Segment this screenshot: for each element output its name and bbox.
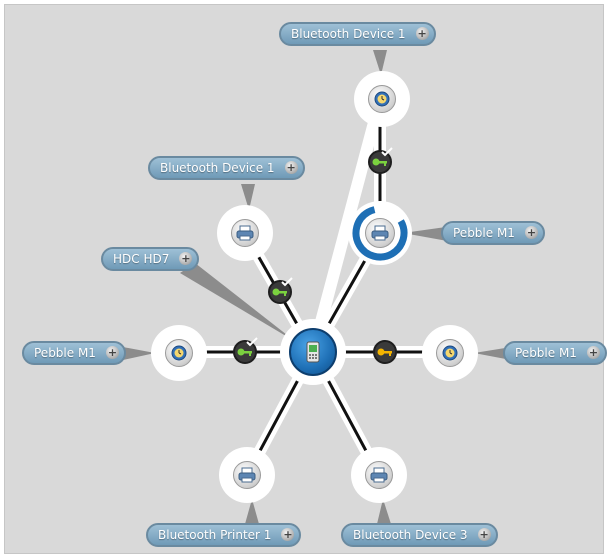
printer-icon	[371, 225, 389, 241]
checkmark-icon	[246, 337, 258, 347]
label-upper-left-device[interactable]: Bluetooth Device 1 +	[148, 156, 305, 180]
hub-node-phone[interactable]	[280, 319, 346, 385]
device-network-canvas: Bluetooth Device 1 + Bluetooth Device 1 …	[4, 4, 607, 554]
pairing-key-right[interactable]	[373, 340, 397, 364]
pairing-key-left[interactable]	[233, 337, 258, 364]
expand-icon[interactable]: +	[586, 346, 600, 359]
key-icon	[272, 288, 287, 296]
key-icon	[237, 348, 252, 356]
device-node-right-watch[interactable]	[422, 325, 478, 381]
label-upper-right-printer[interactable]: Pebble M1 +	[441, 221, 545, 245]
label-bottom-right-device[interactable]: Bluetooth Device 3 +	[341, 523, 498, 547]
watch-icon	[171, 345, 187, 361]
label-text: Bluetooth Device 1	[291, 27, 406, 41]
label-text: Bluetooth Device 1	[160, 161, 275, 175]
watch-icon	[442, 345, 458, 361]
label-text: Pebble M1	[34, 346, 96, 360]
device-node-bottom-left-printer[interactable]	[219, 447, 275, 503]
expand-icon[interactable]: +	[179, 252, 193, 265]
printer-icon	[238, 467, 256, 483]
label-text: HDC HD7	[113, 252, 170, 266]
device-node-left-watch[interactable]	[151, 325, 207, 381]
label-top-device[interactable]: Bluetooth Device 1 +	[279, 22, 436, 46]
expand-icon[interactable]: +	[281, 528, 295, 541]
expand-icon[interactable]: +	[284, 161, 298, 174]
label-bottom-left-printer[interactable]: Bluetooth Printer 1 +	[146, 523, 302, 547]
key-icon	[377, 348, 392, 356]
device-node-top-watch[interactable]	[354, 71, 410, 127]
printer-icon	[370, 467, 388, 483]
label-text: Bluetooth Device 3	[353, 528, 468, 542]
label-right-watch[interactable]: Pebble M1 +	[503, 341, 607, 365]
pairing-key-upper-left[interactable]	[268, 277, 293, 304]
checkmark-icon	[281, 277, 293, 287]
checkmark-icon	[381, 147, 393, 157]
label-hub[interactable]: HDC HD7 +	[101, 247, 200, 271]
label-left-watch[interactable]: Pebble M1 +	[22, 341, 126, 365]
expand-icon[interactable]: +	[524, 226, 538, 239]
pairing-key-top[interactable]	[368, 147, 393, 174]
expand-icon[interactable]: +	[105, 346, 119, 359]
device-node-upper-left-printer[interactable]	[217, 205, 273, 261]
connection-lines	[123, 50, 511, 524]
device-node-upper-right-printer[interactable]	[348, 201, 412, 265]
label-text: Bluetooth Printer 1	[158, 528, 272, 542]
label-text: Pebble M1	[453, 226, 515, 240]
device-node-bottom-right-printer[interactable]	[351, 447, 407, 503]
label-text: Pebble M1	[515, 346, 577, 360]
selection-ring	[352, 205, 408, 261]
watch-icon	[374, 91, 390, 107]
expand-icon[interactable]: +	[477, 528, 491, 541]
printer-icon	[236, 225, 254, 241]
expand-icon[interactable]: +	[415, 27, 429, 40]
phone-icon	[306, 341, 320, 363]
key-icon	[372, 158, 387, 166]
